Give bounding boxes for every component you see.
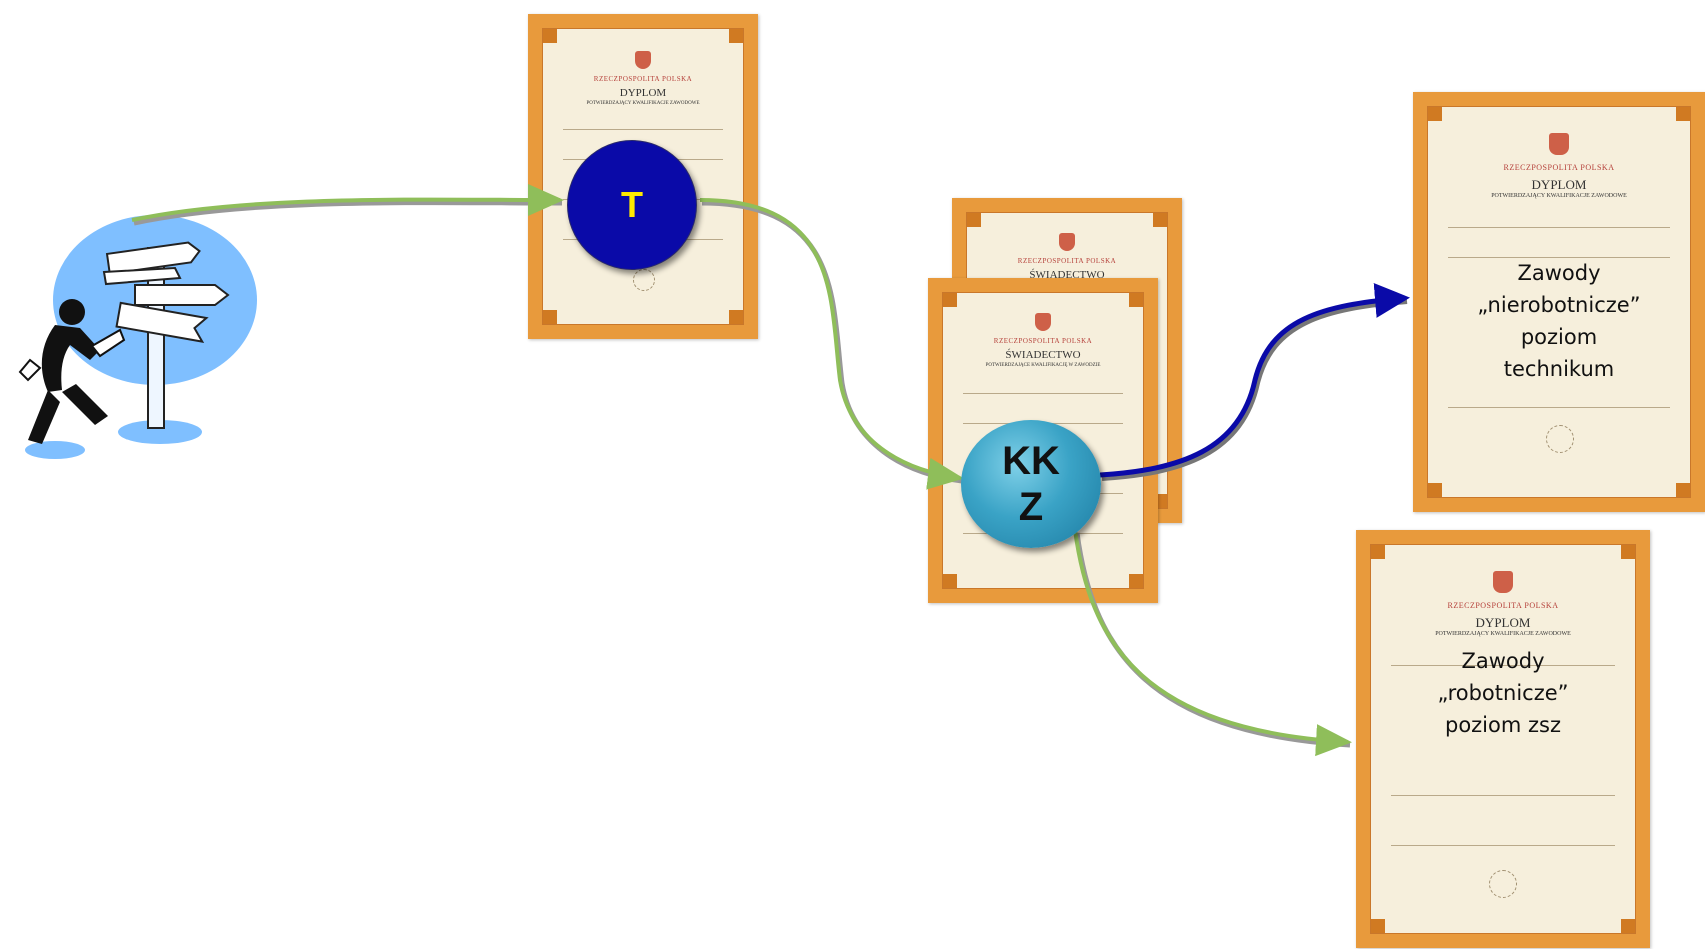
node-kkz-label: KK Z: [1002, 439, 1060, 529]
caption-line: „robotnicze”: [1437, 681, 1569, 705]
node-kkz: KK Z: [961, 420, 1101, 548]
eagle-emblem-icon: [1035, 313, 1051, 331]
cert-subtitle: POTWIERDZAJĄCY KWALIFIKACJE ZAWODOWE: [1491, 193, 1627, 199]
cert-subtitle: POTWIERDZAJĄCE KWALIFIKACJĘ W ZAWODZIE: [985, 363, 1101, 368]
cert-caption-zsz: Zawody „robotnicze” poziom zsz: [1371, 645, 1635, 741]
caption-line: Zawody: [1461, 649, 1545, 673]
eagle-emblem-icon: [1493, 571, 1513, 593]
caption-line: poziom: [1520, 325, 1598, 349]
caption-line: technikum: [1503, 357, 1615, 381]
cert-title: DYPLOM: [1475, 615, 1531, 630]
caption-line: poziom zsz: [1444, 713, 1561, 737]
cert-title: DYPLOM: [1531, 177, 1587, 192]
cert-title-small: RZECZPOSPOLITA POLSKA: [1447, 601, 1559, 610]
caption-line: „nierobotnicze”: [1477, 293, 1641, 317]
node-t-label: T: [621, 184, 643, 225]
eagle-emblem-icon: [635, 51, 651, 69]
cert-subtitle: POTWIERDZAJĄCY KWALIFIKACJE ZAWODOWE: [1435, 631, 1571, 637]
arrow-start-to-t: [131, 183, 564, 226]
eagle-emblem-icon: [1059, 233, 1075, 251]
cert-caption-technikum: Zawody „nierobotnicze” poziom technikum: [1428, 257, 1690, 385]
cert-title: ŚWIADECTWO: [1005, 349, 1081, 361]
cert-title-small: RZECZPOSPOLITA POLSKA: [593, 75, 693, 83]
cert-title-small: RZECZPOSPOLITA POLSKA: [993, 337, 1093, 345]
caption-line: Zawody: [1517, 261, 1601, 285]
node-t: T: [567, 140, 697, 270]
cert-subtitle: POTWIERDZAJĄCY KWALIFIKACJE ZAWODOWE: [586, 101, 700, 106]
certificate-dyplom-technikum: RZECZPOSPOLITA POLSKA DYPLOM POTWIERDZAJ…: [1413, 92, 1705, 512]
cert-title: DYPLOM: [619, 87, 667, 99]
certificate-dyplom-zsz: RZECZPOSPOLITA POLSKA DYPLOM POTWIERDZAJ…: [1356, 530, 1650, 948]
cert-title-small: RZECZPOSPOLITA POLSKA: [1503, 163, 1615, 172]
eagle-emblem-icon: [1549, 133, 1569, 155]
cert-title-small: RZECZPOSPOLITA POLSKA: [1017, 257, 1117, 265]
